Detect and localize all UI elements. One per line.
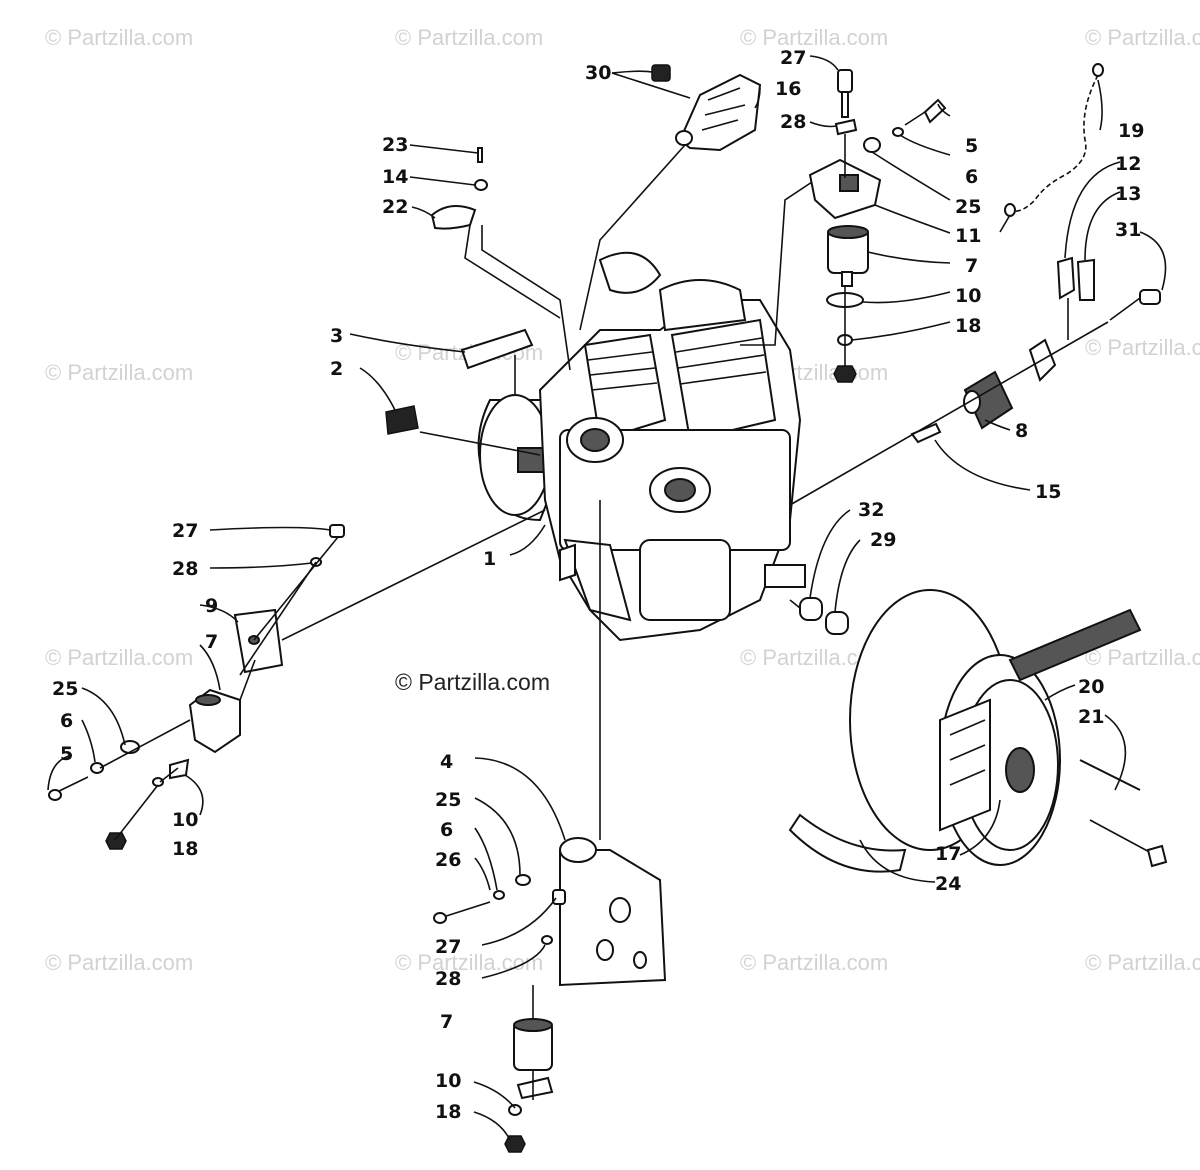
callout-1: 1	[483, 548, 496, 570]
leader-lines	[47, 55, 1167, 1141]
callout-17: 17	[935, 843, 961, 865]
clutch-assembly	[788, 589, 1168, 873]
callout-5: 5	[965, 135, 978, 157]
callout-19: 19	[1118, 120, 1144, 142]
callout-7: 7	[440, 1011, 453, 1033]
watermark: © Partzilla.com	[1085, 645, 1200, 670]
callout-30: 30	[585, 62, 611, 84]
callout-27: 27	[172, 520, 198, 542]
callout-11: 11	[955, 225, 981, 247]
watermark-layer: © Partzilla.com © Partzilla.com © Partzi…	[45, 25, 1200, 975]
callout-22: 22	[382, 196, 408, 218]
callout-10: 10	[955, 285, 981, 307]
callout-16: 16	[775, 78, 801, 100]
callout-18: 18	[955, 315, 981, 337]
callout-20: 20	[1078, 676, 1104, 698]
top-mount-assembly	[808, 69, 947, 383]
callout-27: 27	[435, 936, 461, 958]
copyright-text: © Partzilla.com	[395, 669, 550, 695]
bottom-mount-assembly	[433, 837, 667, 1153]
callout-6: 6	[60, 710, 73, 732]
callout-6: 6	[440, 819, 453, 841]
callout-14: 14	[382, 166, 408, 188]
watermark: © Partzilla.com	[1085, 335, 1200, 360]
callout-21: 21	[1078, 706, 1104, 728]
callout-labels: 1 2 3 4 5 6 25 11 7 10 18 27 28 8 15 9 7…	[52, 47, 1144, 1123]
watermark: © Partzilla.com	[45, 360, 193, 385]
callout-7: 7	[205, 631, 218, 653]
callout-10: 10	[172, 809, 198, 831]
bracket-16	[651, 64, 762, 152]
watermark: © Partzilla.com	[1085, 25, 1200, 50]
right-bracket-parts	[910, 256, 1161, 444]
callout-25: 25	[52, 678, 78, 700]
engine-block	[477, 251, 806, 642]
callout-4: 4	[440, 751, 453, 773]
callout-18: 18	[435, 1101, 461, 1123]
callout-18: 18	[172, 838, 198, 860]
callout-3: 3	[330, 325, 343, 347]
callout-32: 32	[858, 499, 884, 521]
callout-7: 7	[965, 255, 978, 277]
callout-28: 28	[172, 558, 198, 580]
callout-28: 28	[780, 111, 806, 133]
upper-left-parts	[385, 147, 534, 435]
wire-19	[1004, 63, 1104, 217]
watermark: © Partzilla.com	[45, 645, 193, 670]
callout-8: 8	[1015, 420, 1028, 442]
watermark: © Partzilla.com	[740, 25, 888, 50]
callout-24: 24	[935, 873, 961, 895]
callout-23: 23	[382, 134, 408, 156]
callout-28: 28	[435, 968, 461, 990]
watermark: © Partzilla.com	[740, 950, 888, 975]
callout-25: 25	[955, 196, 981, 218]
callout-10: 10	[435, 1070, 461, 1092]
callout-31: 31	[1115, 219, 1141, 241]
watermark: © Partzilla.com	[395, 25, 543, 50]
callout-29: 29	[870, 529, 896, 551]
callout-13: 13	[1115, 183, 1141, 205]
callout-9: 9	[205, 595, 218, 617]
watermark: © Partzilla.com	[395, 950, 543, 975]
callout-5: 5	[60, 743, 73, 765]
callout-26: 26	[435, 849, 461, 871]
callout-6: 6	[965, 166, 978, 188]
watermark: © Partzilla.com	[45, 950, 193, 975]
callout-12: 12	[1115, 153, 1141, 175]
callout-15: 15	[1035, 481, 1061, 503]
watermark: © Partzilla.com	[45, 25, 193, 50]
callout-25: 25	[435, 789, 461, 811]
callout-2: 2	[330, 358, 343, 380]
watermark: © Partzilla.com	[1085, 950, 1200, 975]
callout-27: 27	[780, 47, 806, 69]
